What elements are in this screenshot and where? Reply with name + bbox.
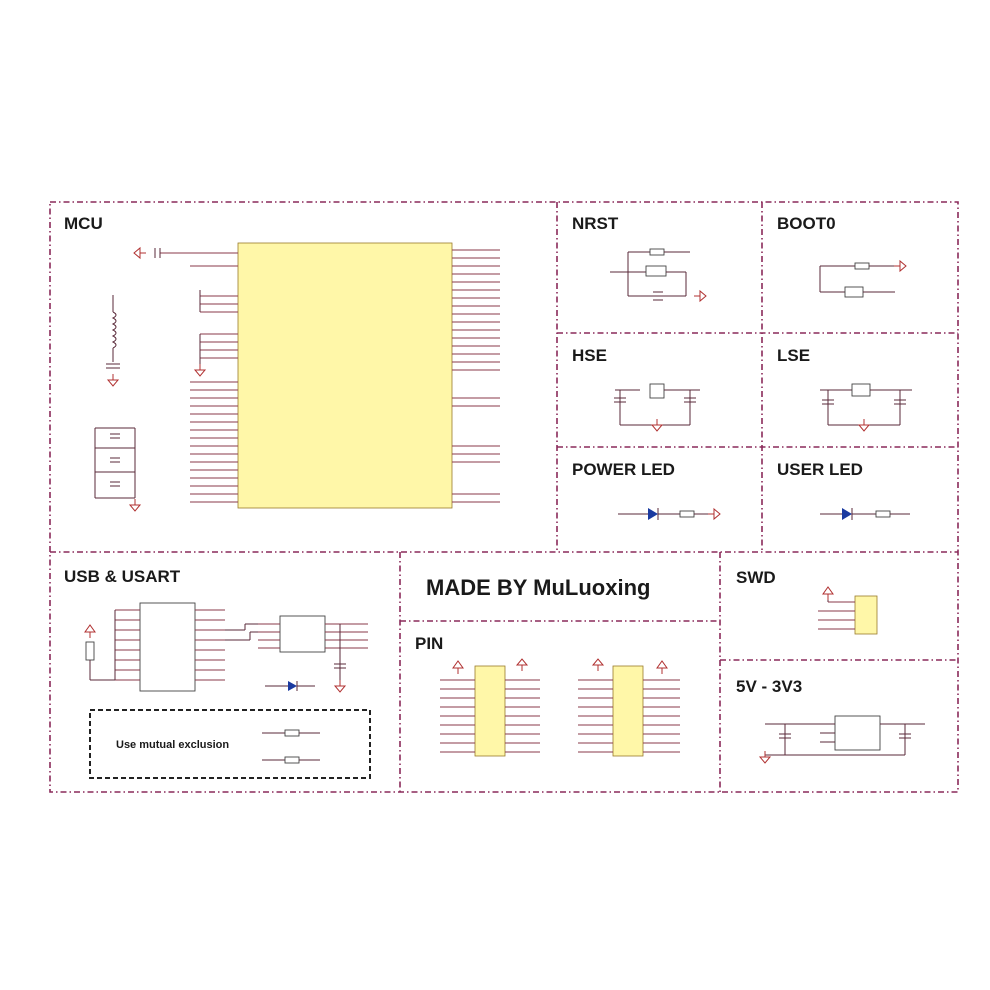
decoupling-caps: [94, 427, 141, 512]
mcu-chip: [237, 242, 453, 509]
section-title-user-led: USER LED: [777, 460, 863, 479]
nrst-circuit: [610, 248, 707, 302]
swd-circuit: [818, 586, 878, 635]
section-title-mcu: MCU: [64, 214, 103, 233]
lse-circuit: [820, 383, 912, 432]
mutual-exclusion-note: Use mutual exclusion: [116, 739, 229, 751]
mutual-exclusion-box: [89, 709, 371, 779]
section-title-usb-usart: USB & USART: [64, 567, 181, 586]
hse-crystal: [649, 383, 665, 399]
section-title-pin: PIN: [415, 634, 443, 653]
inductor-l1: [106, 295, 120, 387]
mcu-right-pins: [452, 249, 500, 503]
section-title-hse: HSE: [572, 346, 607, 365]
pin-header-p2: [440, 658, 540, 757]
section-title-nrst: NRST: [572, 214, 619, 233]
ldo-regulator: [834, 715, 881, 751]
usart-chip: [279, 615, 326, 653]
regulator-circuit: [759, 715, 925, 764]
section-title-5v-3v3: 5V - 3V3: [736, 677, 802, 696]
power-led-circuit: [618, 508, 721, 520]
user-led: [842, 508, 852, 520]
lse-crystal: [851, 383, 871, 397]
boot0-key: [844, 286, 864, 298]
swd-header: [854, 595, 878, 635]
usb-usart-circuit: Use mutual exclusion: [84, 602, 371, 779]
section-title-swd: SWD: [736, 568, 776, 587]
mcu-left-pins: [190, 381, 238, 503]
user-led-circuit: [820, 508, 910, 520]
mcu-circuit: [94, 242, 500, 512]
nrst-key: [645, 265, 667, 277]
hse-circuit: [614, 383, 700, 432]
power-led: [648, 508, 658, 520]
section-title-lse: LSE: [777, 346, 810, 365]
pin-header-p1: [578, 658, 680, 757]
section-title-boot0: BOOT0: [777, 214, 836, 233]
usb-connector: [139, 602, 196, 692]
made-by-title: MADE BY MuLuoxing: [426, 575, 650, 600]
section-borders: [49, 201, 959, 793]
boot0-circuit: [819, 260, 907, 298]
section-title-power-led: POWER LED: [572, 460, 675, 479]
